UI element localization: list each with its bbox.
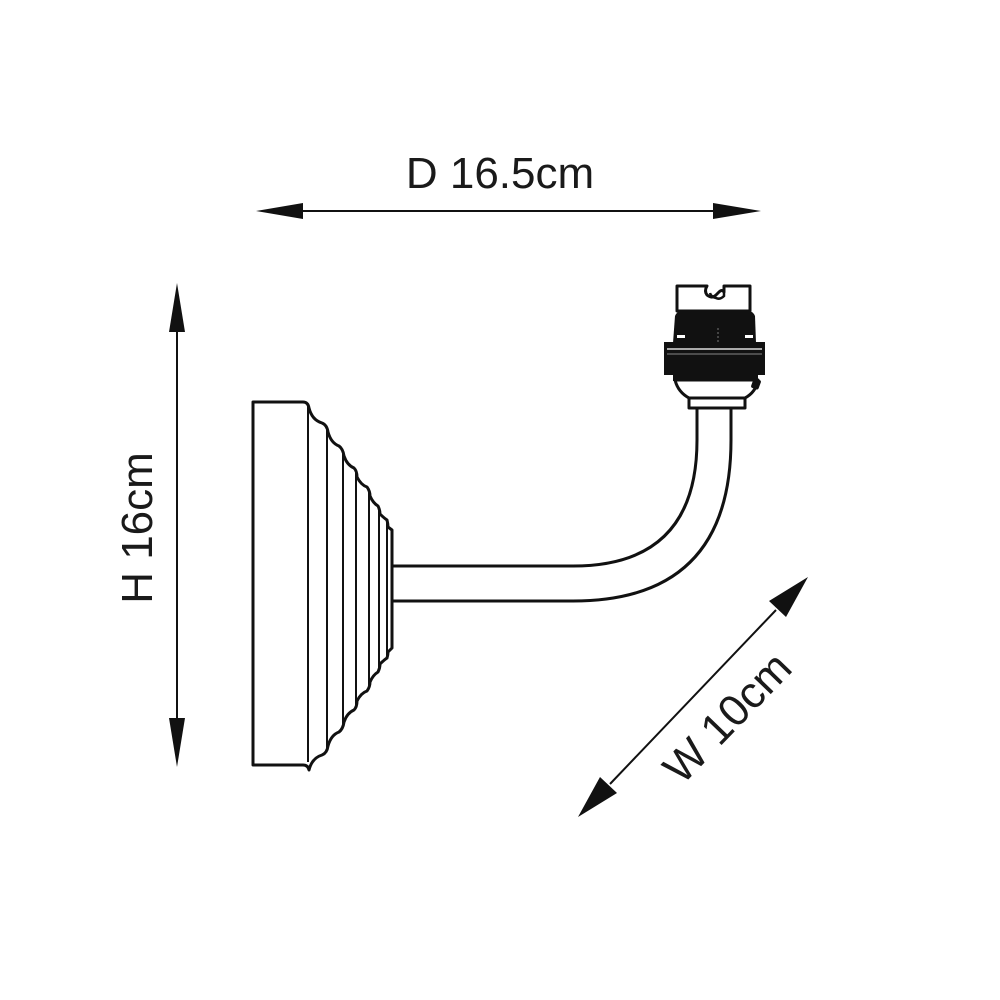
holder-lower-body bbox=[673, 370, 758, 381]
arrow-down-left-icon bbox=[578, 777, 617, 817]
arm-inner-edge bbox=[392, 406, 699, 568]
holder-switch-nub bbox=[751, 378, 761, 390]
depth-label: D 16.5cm bbox=[406, 149, 594, 198]
arrow-up-icon bbox=[169, 283, 185, 332]
holder-upper-body bbox=[673, 311, 756, 343]
holder-skirt bbox=[673, 378, 760, 400]
lamp-holder bbox=[664, 284, 765, 410]
back-plate bbox=[251, 400, 394, 772]
depth-dimension: D 16.5cm bbox=[256, 149, 761, 219]
back-plate-outline bbox=[251, 400, 394, 772]
arm-outer-edge bbox=[392, 406, 733, 603]
curved-arm bbox=[392, 406, 733, 603]
arrow-down-icon bbox=[169, 718, 185, 767]
holder-pin-slot bbox=[677, 335, 685, 338]
arrow-left-icon bbox=[256, 203, 303, 219]
height-dimension: H 16cm bbox=[113, 283, 185, 767]
arrow-right-icon bbox=[713, 203, 761, 219]
width-dimension: W 10cm bbox=[578, 577, 808, 817]
height-label: H 16cm bbox=[113, 452, 162, 604]
holder-pin-slot bbox=[745, 335, 753, 338]
arrow-up-right-icon bbox=[769, 577, 808, 617]
width-dimension-line bbox=[609, 609, 777, 785]
bayonet-j-slot bbox=[708, 292, 726, 300]
holder-band bbox=[664, 342, 765, 375]
width-label: W 10cm bbox=[654, 643, 801, 793]
